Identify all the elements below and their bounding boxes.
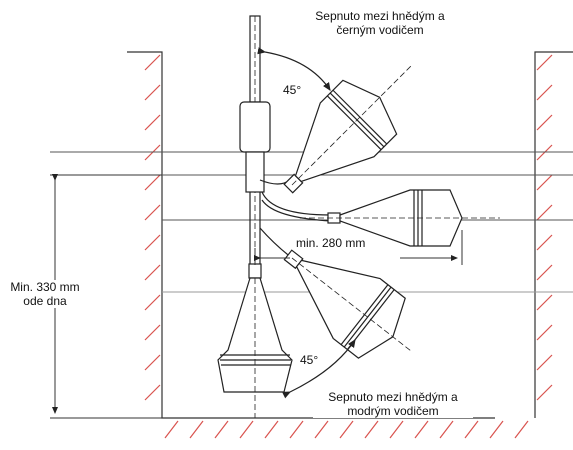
mounting-pipe [239, 15, 271, 268]
angle-arc-bottom [281, 339, 356, 399]
top-caption: Sepnuto mezi hnědým a černým vodičem [300, 9, 460, 37]
float-horizontal [300, 189, 500, 247]
angle-label-bottom: 45° [300, 353, 319, 367]
hatch-bottom [164, 420, 529, 439]
angle-arc-top [257, 47, 331, 91]
min-horizontal-label: min. 280 mm [294, 236, 368, 250]
bottom-caption: Sepnuto mezi hnědým a modrým vodičem [313, 390, 473, 418]
top-caption-line1: Sepnuto mezi hnědým a [315, 9, 445, 23]
tank-wall-left [127, 51, 495, 419]
hatch-right [536, 54, 553, 401]
min-height-label: Min. 330 mm ode dna [2, 280, 88, 308]
bottom-caption-line2: modrým vodičem [347, 404, 439, 418]
min-height-line2: ode dna [23, 294, 67, 308]
top-caption-line2: černým vodičem [336, 23, 424, 37]
horizontal-dimension [254, 230, 463, 265]
float-hanging [217, 263, 293, 418]
min-height-line1: Min. 330 mm [10, 280, 80, 294]
tank-wall-right [534, 51, 573, 418]
bottom-caption-line1: Sepnuto mezi hnědým a [328, 390, 458, 404]
float-up-45 [283, 64, 413, 194]
float-down-45 [283, 249, 411, 359]
hatch-left [144, 54, 161, 401]
angle-label-top: 45° [283, 83, 302, 97]
